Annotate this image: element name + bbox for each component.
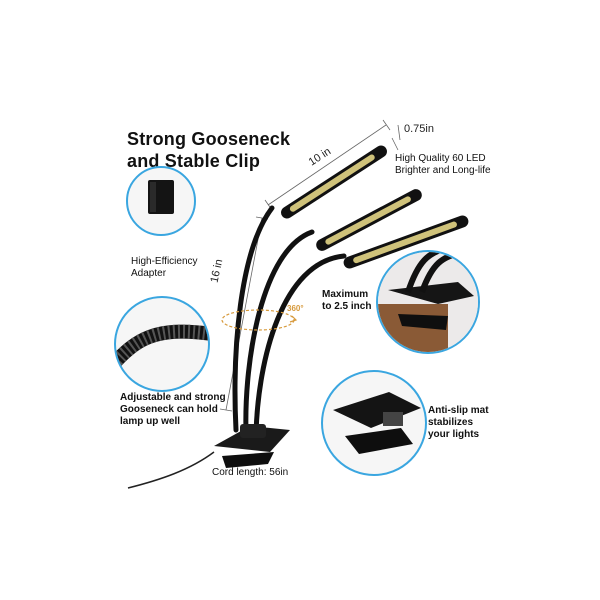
gooseneck-coil-icon (116, 324, 208, 372)
gooseneck-arms (232, 205, 347, 437)
rotation-label: 360° (287, 304, 304, 313)
anti-slip-callout-line-2: stabilizes (428, 417, 474, 428)
light-bar-top (281, 145, 387, 219)
clip-on-table-icon (378, 252, 478, 352)
led-callout-line-2: Brighter and Long-life (395, 165, 491, 176)
clip-mat-icon (333, 392, 421, 454)
adapter-callout-line-2: Adapter (131, 268, 167, 279)
light-bar-bottom (343, 215, 469, 269)
base-clip (214, 424, 290, 468)
rotation-indicator (221, 309, 298, 331)
width-dimension-line (391, 124, 401, 151)
adapter-detail-circle (126, 166, 196, 236)
clip-range-callout: Maximum to 2.5 inch (322, 289, 371, 313)
gooseneck-callout-line-3: lamp up well (120, 416, 181, 427)
width-label: 0.75in (404, 123, 434, 135)
gooseneck-callout-line-2: Gooseneck can hold (120, 404, 218, 415)
power-cord (127, 451, 215, 489)
gooseneck-detail-circle (114, 296, 210, 392)
led-callout-line-1: High Quality 60 LED (395, 153, 486, 164)
clip-range-detail-circle (376, 250, 480, 354)
led-callout: High Quality 60 LED Brighter and Long-li… (395, 153, 491, 177)
cord-length-label: Cord length: 56in (212, 467, 289, 478)
adapter-callout: High-Efficiency Adapter (131, 256, 198, 280)
anti-slip-callout-line-1: Anti-slip mat (428, 405, 489, 416)
gooseneck-callout: Adjustable and strong Gooseneck can hold… (120, 392, 226, 428)
anti-slip-detail-circle (321, 370, 427, 476)
anti-slip-callout: Anti-slip mat stabilizes your lights (428, 405, 489, 441)
product-title: Strong Gooseneck and Stable Clip (127, 128, 290, 172)
clip-range-callout-line-2: to 2.5 inch (322, 301, 372, 312)
adapter-icon (148, 180, 174, 214)
title-line-1: Strong Gooseneck (127, 129, 291, 149)
anti-slip-callout-line-3: your lights (428, 429, 480, 440)
adapter-callout-line-1: High-Efficiency (131, 256, 198, 267)
light-bar-middle (316, 189, 422, 251)
clip-range-callout-line-1: Maximum (322, 289, 369, 300)
length-dimension-line (264, 119, 391, 211)
gooseneck-callout-line-1: Adjustable and strong (120, 392, 226, 403)
